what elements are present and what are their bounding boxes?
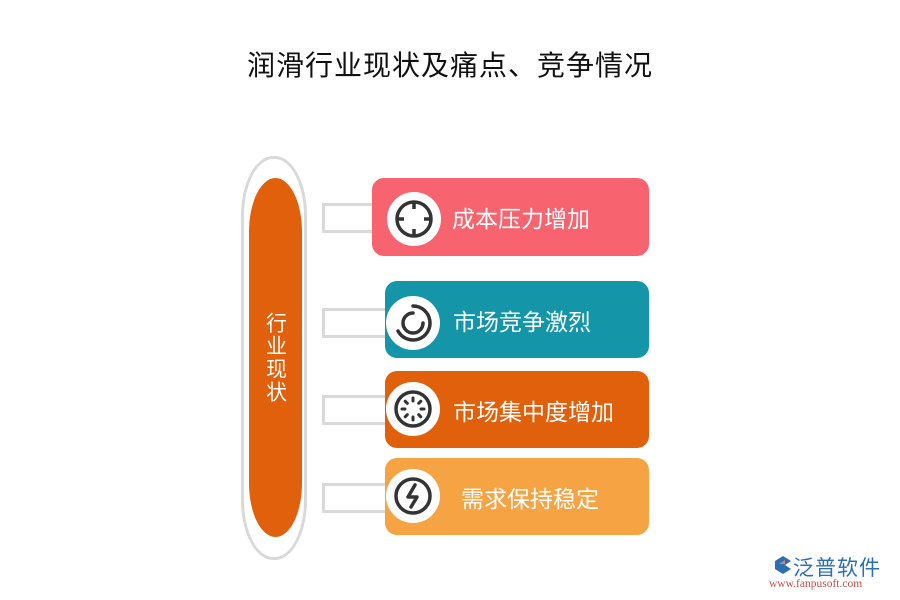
item-label: 市场竞争激烈 (453, 309, 591, 336)
page-title: 润滑行业现状及痛点、竞争情况 (246, 49, 653, 82)
lightning-icon (386, 469, 440, 523)
logo-url: www.fanpusoft.com (769, 578, 863, 590)
dotted-circle-icon (386, 382, 440, 436)
logo-brand: 泛普软件 (793, 556, 881, 580)
center-capsule (249, 178, 302, 537)
item-label: 市场集中度增加 (453, 399, 614, 426)
center-label: 行业现状 (263, 311, 288, 404)
item-label: 成本压力增加 (452, 207, 590, 233)
fanpusoft-logo: 泛普软件 www.fanpusoft.com (765, 552, 895, 594)
center-capsule-outline (241, 156, 307, 560)
item-label: 需求保持稳定 (461, 486, 599, 513)
spiral-icon (386, 296, 440, 350)
item-cost-pressure: 成本压力增加 (372, 178, 649, 256)
crosshair-icon (387, 192, 441, 246)
logo-mark-icon (775, 556, 791, 574)
